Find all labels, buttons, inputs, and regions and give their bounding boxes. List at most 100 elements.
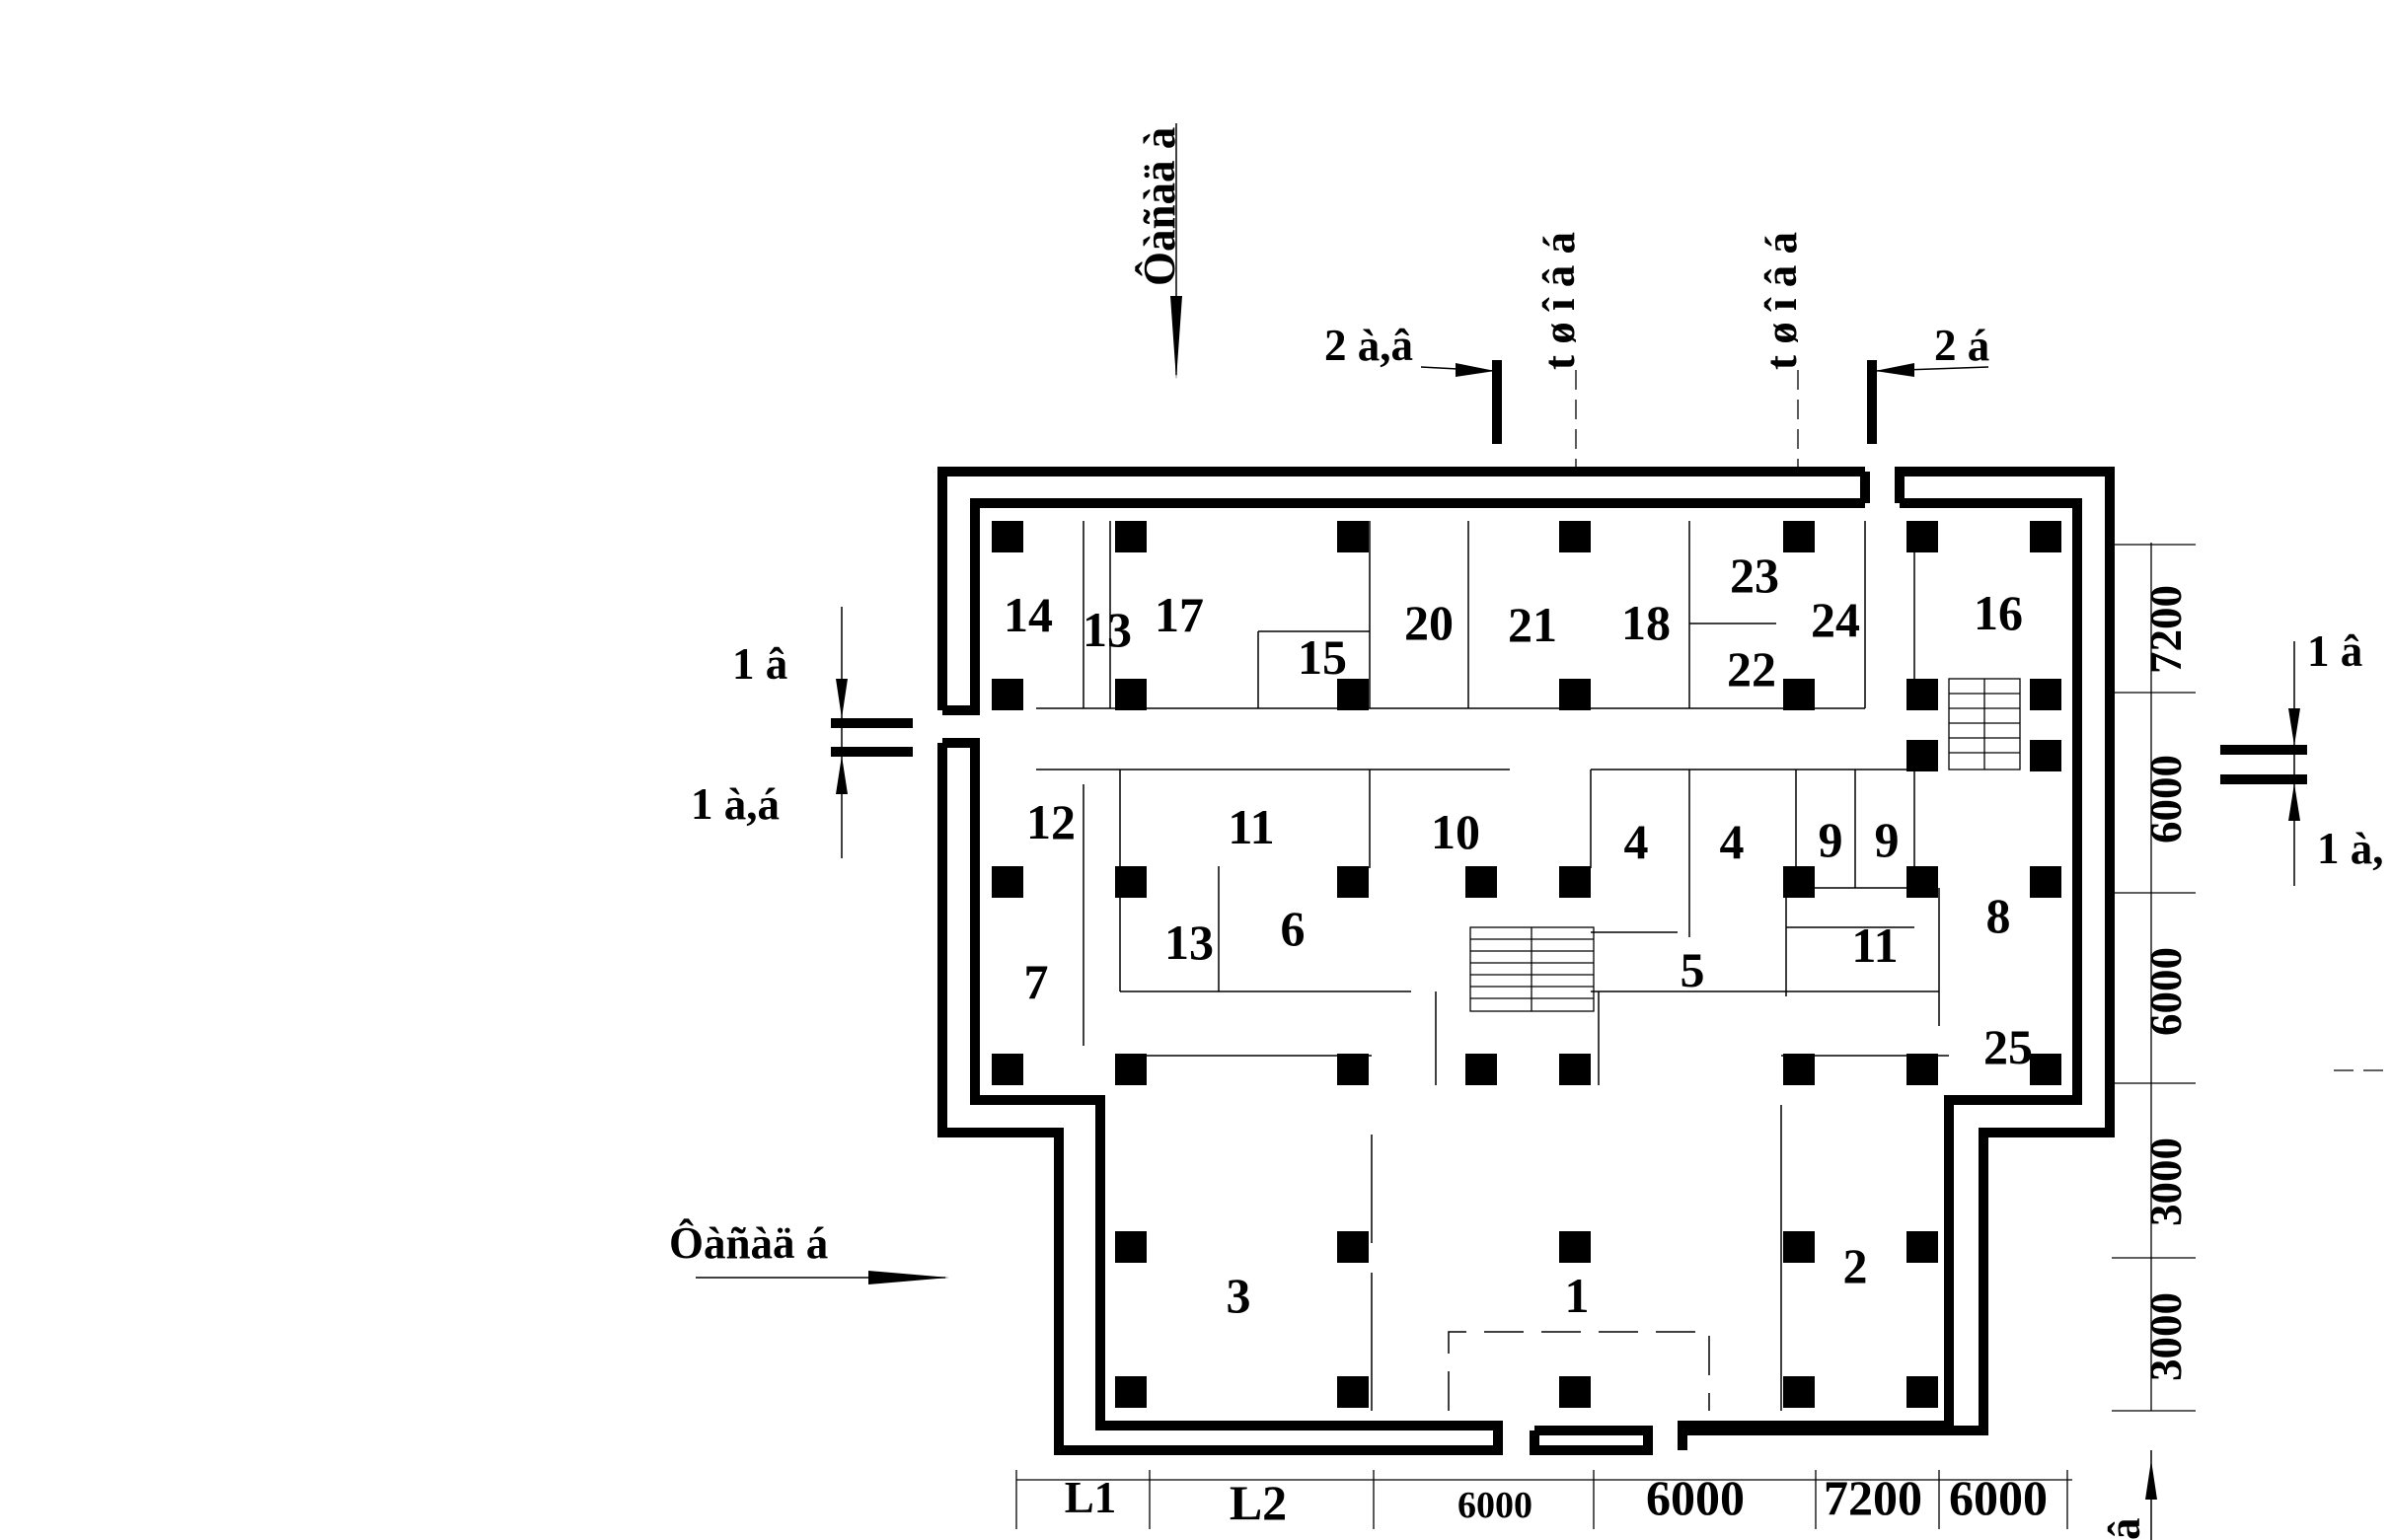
- column: [1783, 1231, 1815, 1263]
- cut-1ab-left-label: 1 à,á: [691, 779, 780, 829]
- facade-a-label: Ôàñàä à: [1135, 127, 1184, 286]
- column: [1906, 866, 1938, 898]
- column: [1337, 866, 1369, 898]
- column: [1906, 679, 1938, 710]
- axis-label: t ø î â á: [1534, 232, 1584, 370]
- column: [2030, 740, 2061, 771]
- facade-b-label: Ôàñàä á: [669, 1218, 828, 1268]
- outer-wall-line: [1530, 1426, 1653, 1455]
- column: [1115, 1054, 1147, 1085]
- column: [1559, 1054, 1591, 1085]
- dimension-label: L2: [1230, 1475, 1287, 1530]
- room-label: 5: [1681, 942, 1705, 997]
- axis-label: t ø î â á: [1756, 232, 1806, 370]
- dimension-label: 6000: [2141, 947, 2191, 1036]
- room-label: 23: [1730, 548, 1779, 603]
- cut-1v-right-label: 1 â: [2307, 626, 2362, 676]
- outer-wall-line: [1682, 467, 2115, 1435]
- interior-partitions: [1036, 521, 1949, 1411]
- column: [1337, 521, 1369, 552]
- room-label: 18: [1621, 595, 1671, 650]
- column: [1559, 521, 1591, 552]
- column: [1337, 1231, 1369, 1263]
- column: [1783, 1376, 1815, 1408]
- section-labels: Ôàñàä à Ôàñàä á 2 à,â 2 á t ø î â á t ø …: [669, 127, 2384, 1540]
- bottom-dimension-line: [1015, 1470, 2072, 1529]
- room-label: 9: [1875, 812, 1900, 867]
- room-label: 3: [1227, 1268, 1251, 1323]
- column: [1906, 1231, 1938, 1263]
- column: [2030, 1054, 2061, 1085]
- dimension-label: 7200: [1824, 1470, 1922, 1525]
- outer-wall-line: [937, 467, 1865, 710]
- cut-2av-label: 2 à,â: [1324, 321, 1413, 370]
- column: [1115, 1231, 1147, 1263]
- dimension-label: 6000: [1646, 1470, 1745, 1525]
- column: [1337, 1054, 1369, 1085]
- room-label: 2: [1843, 1238, 1868, 1293]
- dimension-label: 6000: [1949, 1470, 2048, 1525]
- room-label: 9: [1819, 812, 1843, 867]
- right-dimension-line: [2112, 543, 2196, 1412]
- inner-wall-line: [942, 738, 1503, 1450]
- corner-mark-label: â: [2100, 1518, 2149, 1540]
- dimension-label: 3000: [2141, 1292, 2191, 1381]
- room-label: 14: [1004, 587, 1053, 642]
- column: [1115, 521, 1147, 552]
- right-dimension-labels: 7200 6000 6000 3000 3000: [2141, 585, 2191, 1381]
- column: [1906, 521, 1938, 552]
- room-label: 22: [1727, 641, 1776, 697]
- column: [992, 866, 1023, 898]
- room-label: 21: [1508, 597, 1557, 652]
- column: [1115, 1376, 1147, 1408]
- room-label: 13: [1083, 602, 1132, 657]
- column: [1783, 866, 1815, 898]
- room-label: 4: [1624, 814, 1649, 869]
- room-label: 7: [1024, 954, 1049, 1009]
- column: [2030, 521, 2061, 552]
- cut-1ab-right-label: 1 à,: [2317, 824, 2384, 873]
- inner-wall-line: [942, 498, 1865, 715]
- room-label: 16: [1974, 585, 2023, 640]
- column: [992, 1054, 1023, 1085]
- dimension-label: 6000: [2141, 755, 2191, 843]
- room-label: 12: [1026, 794, 1076, 849]
- vestibule: [1448, 1331, 1710, 1411]
- room-label: 20: [1404, 595, 1454, 650]
- room-label: 4: [1720, 814, 1745, 869]
- outer-walls: [937, 467, 2115, 1455]
- column: [992, 521, 1023, 552]
- column: [1559, 1231, 1591, 1263]
- columns: [992, 521, 2061, 1408]
- section-markers: [696, 123, 2391, 1540]
- column: [1559, 1376, 1591, 1408]
- column: [1783, 679, 1815, 710]
- column: [1906, 1054, 1938, 1085]
- column: [1337, 679, 1369, 710]
- room-label: 11: [1228, 799, 1274, 854]
- room-label: 13: [1164, 915, 1214, 970]
- column: [1783, 1054, 1815, 1085]
- column: [992, 679, 1023, 710]
- column: [1115, 866, 1147, 898]
- column: [1783, 521, 1815, 552]
- room-label: 15: [1298, 629, 1347, 685]
- room-label: 25: [1983, 1019, 2033, 1074]
- room-label: 24: [1811, 592, 1860, 647]
- column: [1465, 866, 1497, 898]
- column: [1906, 740, 1938, 771]
- dimension-label: L1: [1065, 1473, 1117, 1522]
- room-label: 11: [1851, 917, 1898, 973]
- inner-wall-line: [1678, 498, 2082, 1450]
- room-label: 10: [1431, 804, 1480, 859]
- room-label: 6: [1281, 901, 1306, 956]
- room-label: 17: [1155, 587, 1204, 642]
- dimension-label: 3000: [2141, 1137, 2191, 1226]
- corner-stair: [1948, 678, 2021, 770]
- column: [2030, 866, 2061, 898]
- column: [1559, 866, 1591, 898]
- column: [1906, 1376, 1938, 1408]
- central-stair: [1469, 926, 1595, 1012]
- column: [1337, 1376, 1369, 1408]
